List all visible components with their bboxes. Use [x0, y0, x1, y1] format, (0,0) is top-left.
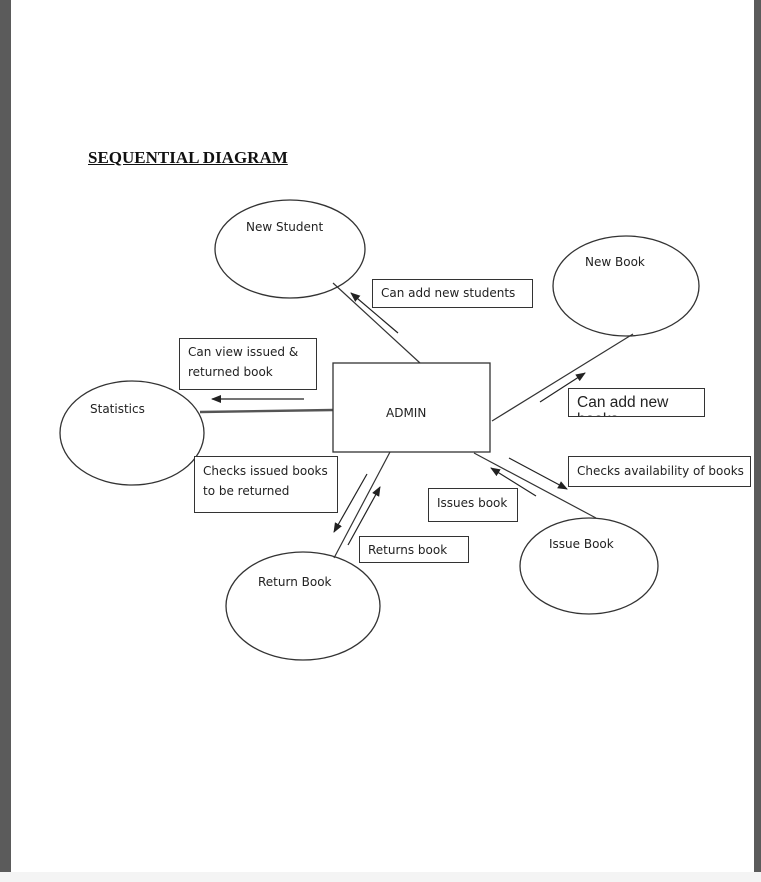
node-label-statistics: Statistics — [90, 402, 145, 416]
label-box-returns-book: Returns book — [359, 536, 469, 563]
label-box-can-view-issued: Can view issued & returned book — [179, 338, 317, 390]
label-checks-availability: Checks availability of books — [577, 464, 744, 478]
arrow-to-new-student — [350, 292, 399, 334]
viewer-bottom-strip — [0, 872, 761, 882]
node-issue-book — [519, 517, 659, 615]
arrow-from-issue-book — [490, 467, 537, 497]
label-checks-issued-line1: Checks issued books — [203, 464, 328, 478]
label-issues-book: Issues book — [437, 496, 508, 510]
label-can-add-new-books-line1: Can add new — [577, 394, 669, 411]
node-new-student — [214, 199, 366, 299]
node-label-return-book: Return Book — [258, 575, 332, 589]
node-label-new-student: New Student — [246, 220, 324, 234]
edge-admin-issue-book — [473, 452, 597, 519]
viewer-right-edge — [754, 0, 761, 872]
label-can-add-new-books-line2: books — [577, 411, 696, 416]
arrow-to-new-book — [539, 372, 586, 403]
node-statistics — [59, 380, 205, 486]
arrow-to-issue-book — [508, 457, 568, 490]
arrow-from-return-book — [347, 486, 381, 546]
arrow-to-return-book — [333, 473, 368, 533]
label-can-view-issued-line2: returned book — [188, 365, 273, 379]
node-label-new-book: New Book — [585, 255, 645, 269]
label-box-checks-availability: Checks availability of books — [568, 456, 751, 487]
node-label-issue-book: Issue Book — [549, 537, 614, 551]
label-box-checks-issued: Checks issued books to be returned — [194, 456, 338, 513]
label-box-issues-book: Issues book — [428, 488, 518, 522]
label-checks-issued-line2: to be returned — [203, 484, 290, 498]
node-admin-box — [332, 362, 491, 453]
node-label-admin: ADMIN — [386, 406, 427, 420]
node-new-book — [552, 235, 700, 337]
label-can-add-new-students: Can add new students — [381, 286, 516, 300]
label-returns-book: Returns book — [368, 543, 448, 557]
diagram-title: SEQUENTIAL DIAGRAM — [88, 148, 288, 167]
edge-admin-statistics — [199, 408, 334, 414]
viewer-left-edge — [0, 0, 11, 872]
edge-admin-new-student — [332, 282, 421, 364]
edge-admin-return-book — [333, 451, 391, 559]
label-can-view-issued-line1: Can view issued & — [188, 345, 299, 359]
edge-admin-new-book — [491, 333, 634, 422]
node-return-book — [225, 551, 381, 661]
label-box-can-add-new-students: Can add new students — [372, 279, 533, 308]
label-box-can-add-new-books: Can add new books — [568, 388, 705, 417]
